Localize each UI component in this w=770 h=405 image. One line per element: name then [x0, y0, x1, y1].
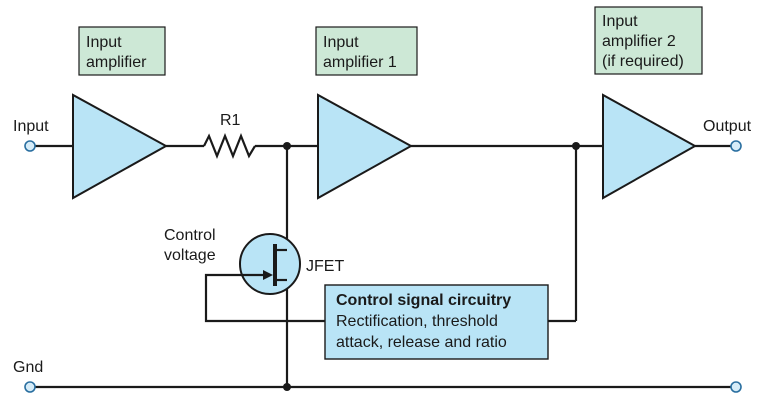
- tag-input-amplifier-1: Input amplifier 1: [315, 26, 418, 76]
- control-voltage-label-line-1: Control: [164, 227, 216, 244]
- tag-input-amplifier: Input amplifier: [78, 26, 166, 76]
- input-amplifier-icon: [72, 93, 169, 200]
- tag-input-amplifier-2-line-1: Input: [602, 13, 638, 30]
- r1-label: R1: [220, 112, 241, 129]
- input-label: Input: [13, 118, 49, 135]
- gnd-label: Gnd: [13, 359, 43, 376]
- control-box-line-1: Rectification, threshold: [336, 313, 498, 330]
- junction-dot: [572, 142, 580, 150]
- control-voltage-label-line-2: voltage: [164, 247, 216, 264]
- tag-input-amplifier-2-line-2: amplifier 2: [602, 33, 676, 50]
- tag-input-amplifier-2: Input amplifier 2 (if required): [594, 6, 703, 75]
- input-amplifier-1-icon: [317, 93, 414, 200]
- tag-input-amplifier-2-line-3: (if required): [602, 53, 684, 70]
- input-terminal: [24, 140, 36, 152]
- tag-input-amplifier-line-1: Input: [86, 34, 122, 51]
- junction-dot: [283, 142, 291, 150]
- jfet-label: JFET: [306, 258, 344, 275]
- tag-input-amplifier-line-2: amplifier: [86, 54, 147, 71]
- gnd-terminal-right: [730, 381, 742, 393]
- gnd-terminal-left: [24, 381, 36, 393]
- control-signal-box: Control signal circuitry Rectification, …: [324, 284, 549, 360]
- wire-control-to-gate: [204, 273, 325, 323]
- signal-wires: [34, 133, 733, 389]
- tag-input-amplifier-1-line-2: amplifier 1: [323, 54, 397, 71]
- control-box-line-2: attack, release and ratio: [336, 334, 507, 351]
- jfet-icon: [239, 233, 301, 295]
- tag-input-amplifier-1-line-1: Input: [323, 34, 359, 51]
- input-amplifier-2-icon: [602, 93, 698, 200]
- output-terminal: [730, 140, 742, 152]
- control-box-title: Control signal circuitry: [336, 292, 511, 309]
- junction-dot: [283, 383, 291, 391]
- output-label: Output: [703, 118, 752, 135]
- resistor-r1-icon: [203, 133, 256, 159]
